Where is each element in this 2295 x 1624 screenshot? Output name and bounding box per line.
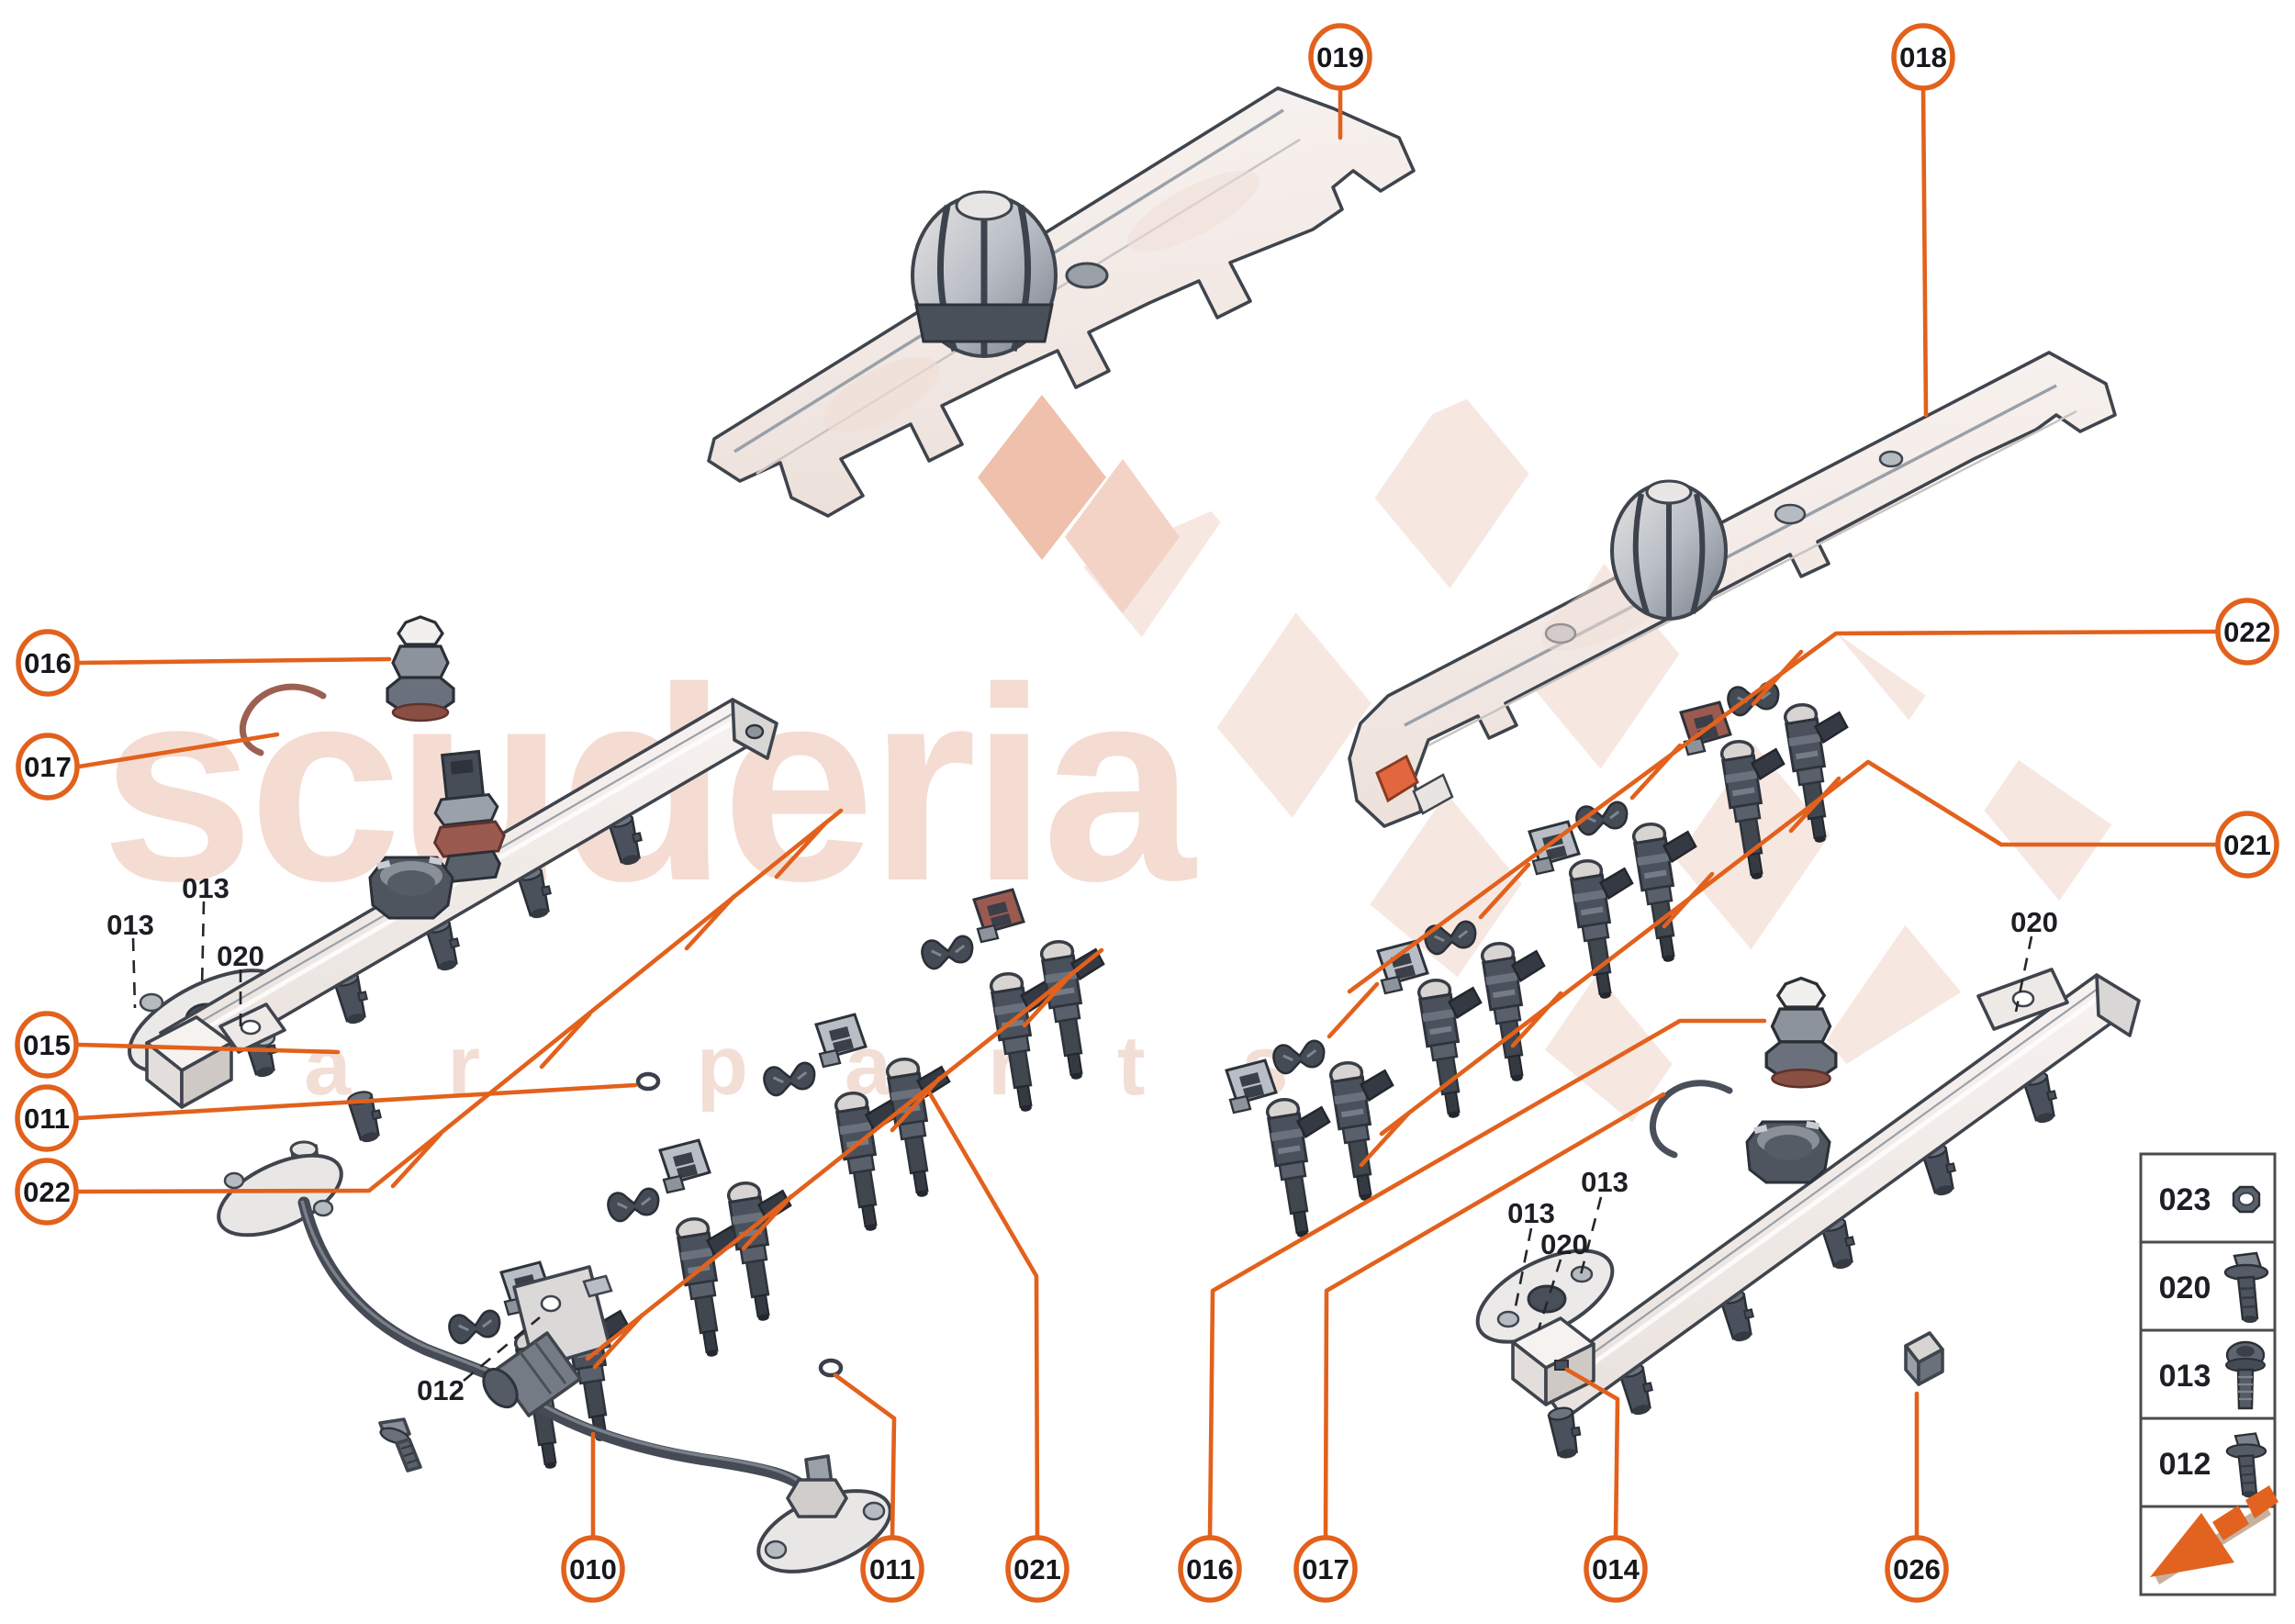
cover-dome <box>1610 479 1728 621</box>
callout-022-left[interactable]: 022 <box>15 1158 79 1226</box>
callout-014-label: 014 <box>1592 1553 1640 1585</box>
cover-dome <box>911 190 1058 358</box>
label-013-right-a: 013 <box>1507 1197 1555 1229</box>
nut-icon <box>2232 1185 2261 1214</box>
callout-021-bottom[interactable]: 021 <box>1005 1535 1069 1603</box>
banjo-bolt-012 <box>378 1417 422 1473</box>
legend-row-012[interactable]: 012 <box>2159 1432 2267 1499</box>
cover-end-clip <box>1375 754 1419 803</box>
brand-watermark: scuderia car parts <box>101 390 2166 1166</box>
callout-016-bottom-label: 016 <box>1186 1553 1234 1585</box>
checkered-flag-watermark <box>978 390 2166 1166</box>
brand-arrow-logo <box>2150 1485 2278 1585</box>
fuel-pressure-sensor <box>432 749 506 883</box>
legend-code-013: 013 <box>2159 1359 2211 1394</box>
rail-collar-cup <box>368 855 454 920</box>
legend-row-023[interactable]: 023 <box>2159 1182 2261 1217</box>
rail-mount-clip-026 <box>1904 1331 1944 1386</box>
callout-017-left-label: 017 <box>24 751 72 783</box>
callout-017-left[interactable]: 017 <box>16 733 80 801</box>
callout-017-bottom-label: 017 <box>1302 1553 1349 1585</box>
rail-end-cube <box>1511 1316 1595 1406</box>
callout-018-label: 018 <box>1899 41 1947 73</box>
label-012: 012 <box>417 1374 465 1406</box>
callout-014[interactable]: 014 <box>1584 1535 1648 1603</box>
fasteners-legend: 023 020 013 012 <box>2139 1152 2278 1596</box>
callout-011-left[interactable]: 011 <box>15 1084 79 1152</box>
callout-011-bottom[interactable]: 011 <box>860 1535 924 1603</box>
callout-016-left-label: 016 <box>24 647 72 679</box>
leader-lines <box>75 84 2219 1540</box>
label-013-right-b: 013 <box>1581 1166 1629 1198</box>
label-013-left-lower: 013 <box>106 909 154 941</box>
pipe-flange-right <box>756 1454 892 1574</box>
legend-code-023: 023 <box>2159 1182 2211 1217</box>
callout-022-left-label: 022 <box>23 1176 71 1208</box>
callout-016-left[interactable]: 016 <box>16 629 80 697</box>
fuel-crossover-pipe <box>217 1140 892 1574</box>
rail-end-bracket <box>731 698 778 760</box>
legend-row-020[interactable]: 020 <box>2159 1251 2269 1325</box>
callout-011-left-label: 011 <box>24 1103 70 1135</box>
o-ring-bottom <box>821 1361 841 1375</box>
service-valve-plug-left <box>386 615 455 722</box>
wire-retaining-clip-right <box>1649 1080 1733 1159</box>
callout-019[interactable]: 019 <box>1308 23 1372 91</box>
callout-026-label: 026 <box>1893 1553 1941 1585</box>
callout-015[interactable]: 015 <box>15 1011 79 1079</box>
wire-retaining-clip-left <box>239 683 327 756</box>
callout-021-right[interactable]: 021 <box>2215 811 2279 879</box>
label-020-right: 020 <box>1540 1228 1588 1260</box>
fuel-rail-cover-left <box>707 86 1416 518</box>
legend-code-020: 020 <box>2159 1271 2211 1305</box>
o-ring-left <box>638 1074 658 1089</box>
callout-016-bottom[interactable]: 016 <box>1178 1535 1242 1603</box>
callout-021-right-label: 021 <box>2223 829 2271 861</box>
callout-018[interactable]: 018 <box>1891 23 1955 91</box>
callout-017-bottom[interactable]: 017 <box>1293 1535 1358 1603</box>
callout-022-right[interactable]: 022 <box>2215 598 2279 666</box>
callout-019-label: 019 <box>1316 41 1364 73</box>
callout-010[interactable]: 010 <box>561 1535 625 1603</box>
service-valve-plug-right <box>1764 976 1838 1089</box>
fuel-rail-left <box>128 698 778 1146</box>
pipe-bracket-damper <box>482 1265 613 1417</box>
pipe-flange-left <box>217 1140 343 1238</box>
watermark-text-secondary: car parts <box>161 1019 1385 1113</box>
callout-015-label: 015 <box>23 1029 71 1061</box>
rail-collar-cup <box>1745 1119 1831 1184</box>
legend-row-013[interactable]: 013 <box>2159 1340 2267 1410</box>
fuel-rail-cover-right <box>1348 351 2117 828</box>
label-020-rail-right: 020 <box>2010 906 2058 938</box>
callout-011-bottom-label: 011 <box>869 1553 915 1585</box>
label-020-left: 020 <box>217 940 264 972</box>
rail-bolt-tab <box>218 1002 286 1054</box>
label-013-left-upper: 013 <box>182 872 230 904</box>
callout-010-label: 010 <box>569 1553 617 1585</box>
callout-021-bottom-label: 021 <box>1013 1553 1061 1585</box>
callout-026[interactable]: 026 <box>1885 1535 1949 1603</box>
dashed-leaders <box>131 901 2033 1382</box>
legend-code-012: 012 <box>2159 1447 2211 1482</box>
callout-022-right-label: 022 <box>2223 616 2271 648</box>
